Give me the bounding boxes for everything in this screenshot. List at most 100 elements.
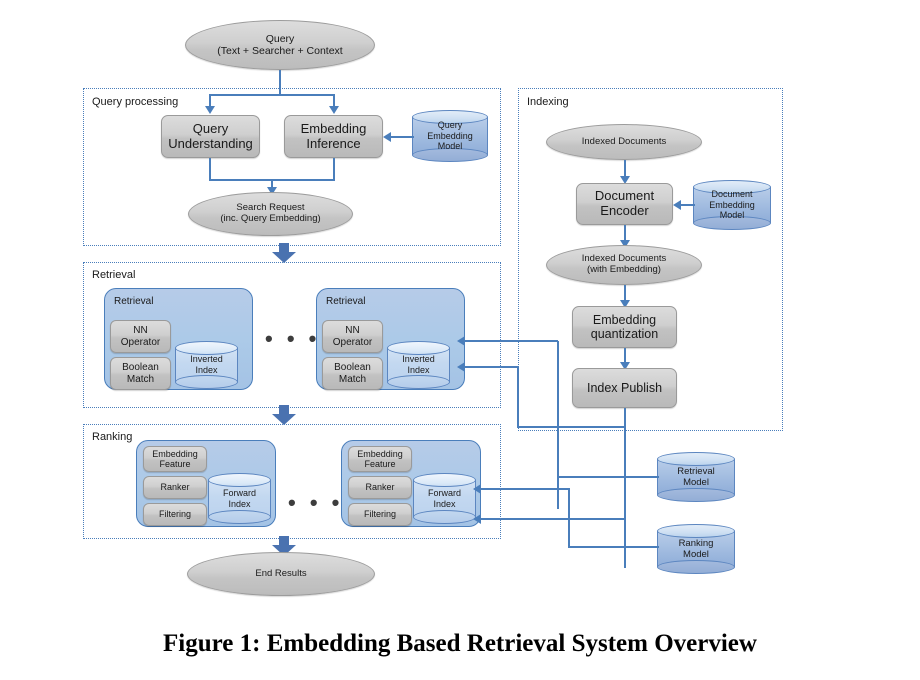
cylinder-retrieval-model-label: Retrieval Model (657, 452, 735, 502)
connector-ranking-model-out (568, 546, 659, 548)
ii1-line2: Index (195, 365, 218, 375)
box-boolean-match-2[interactable]: Boolean Match (322, 357, 383, 390)
box-nn-operator-2[interactable]: NN Operator (322, 320, 383, 353)
box-boolean-match-1[interactable]: Boolean Match (110, 357, 171, 390)
cylinder-top (208, 473, 271, 487)
cylinder-bottom (387, 375, 450, 389)
box-nn-operator-1[interactable]: NN Operator (110, 320, 171, 353)
ranker-1-label: Ranker (160, 482, 190, 493)
arrowhead-search-request (267, 187, 277, 195)
cylinder-inverted-index-2[interactable]: Inverted Index (387, 341, 450, 389)
cylinder-document-embedding-model[interactable]: Document Embedding Model (693, 180, 771, 230)
qem-line2: Embedding (427, 130, 473, 141)
box-index-publish[interactable]: Index Publish (572, 368, 677, 408)
filtering-2-label: Filtering (363, 509, 396, 520)
connector-dem-to-encoder (681, 204, 695, 206)
retrieval-model-line1: Retrieval (677, 465, 715, 477)
nn-operator-1-line2: Operator (120, 336, 161, 348)
box-embedding-feature-2[interactable]: Embedding Feature (348, 446, 412, 472)
box-query-understanding[interactable]: Query Understanding (161, 115, 260, 158)
cylinder-bottom (693, 216, 771, 230)
arrowhead-quantization (620, 300, 630, 308)
connector-forward-index-lower-in (481, 518, 625, 520)
ii2-line2: Index (407, 365, 430, 375)
cylinder-inverted-index-1[interactable]: Inverted Index (175, 341, 238, 389)
cylinder-bottom (657, 488, 735, 502)
box-ranker-2[interactable]: Ranker (348, 476, 412, 499)
node-query-line2: (Text + Searcher + Context (217, 45, 343, 57)
blockarrow-shaft (279, 243, 289, 253)
cylinder-ranking-model-label: Ranking Model (657, 524, 735, 574)
blockarrow-head (272, 414, 296, 425)
box-embedding-inference[interactable]: Embedding Inference (284, 115, 383, 158)
boolean-match-1-line2: Match (126, 373, 155, 385)
fi2-line1: Forward (427, 487, 461, 498)
blockarrow-head (272, 545, 296, 556)
boolean-match-2-line1: Boolean (334, 362, 371, 373)
search-request-line2: (inc. Query Embedding) (220, 213, 321, 224)
ef1-line1: Embedding (152, 448, 198, 459)
cylinder-query-embedding-model-label: Query Embedding Model (412, 110, 488, 162)
box-filtering-2[interactable]: Filtering (348, 503, 412, 526)
node-end-results: End Results (187, 552, 375, 596)
node-indexed-documents: Indexed Documents (546, 124, 702, 160)
filtering-1-label: Filtering (158, 509, 191, 520)
ii1-line1: Inverted (190, 354, 223, 365)
cylinder-bottom (657, 560, 735, 574)
boolean-match-2-line2: Match (338, 373, 367, 385)
node-indexed-documents-with-embedding: Indexed Documents (with Embedding) (546, 245, 702, 285)
arrowhead-encoder (620, 176, 630, 184)
connector-ei-down (333, 158, 335, 180)
connector-qu-down (209, 158, 211, 180)
cylinder-top (657, 452, 735, 466)
box-query-understanding-line2: Understanding (168, 135, 253, 151)
ef1-line2: Feature (159, 459, 191, 469)
box-embedding-inference-line1: Embedding (300, 120, 367, 136)
box-document-encoder[interactable]: Document Encoder (576, 183, 673, 225)
ii2-line1: Inverted (402, 354, 435, 365)
section-query-processing (83, 88, 501, 246)
box-embedding-quantization[interactable]: Embedding quantization (572, 306, 677, 348)
doc-encoder-line1: Document (594, 188, 655, 204)
blockarrow-head (272, 252, 296, 263)
ranking-ellipsis: • • • (288, 490, 344, 515)
cylinder-query-embedding-model[interactable]: Query Embedding Model (412, 110, 488, 162)
quant-line1: Embedding (592, 312, 657, 327)
connector-publish-to-inverted-upper (557, 341, 559, 509)
connector-encoder-to-docsemb (624, 225, 626, 241)
box-filtering-1[interactable]: Filtering (143, 503, 207, 526)
connector-forward-index-upper-in (481, 488, 569, 490)
node-search-request: Search Request (inc. Query Embedding) (188, 192, 353, 236)
section-query-processing-title: Query processing (92, 96, 179, 108)
cylinder-top (387, 341, 450, 355)
docsemb-line1: Indexed Documents (581, 253, 667, 265)
end-results-label: End Results (255, 567, 307, 579)
cylinder-ranking-model[interactable]: Ranking Model (657, 524, 735, 574)
arrowhead-forward-index-2-lower (473, 514, 481, 524)
cylinder-retrieval-model[interactable]: Retrieval Model (657, 452, 735, 502)
indexed-documents-label: Indexed Documents (581, 135, 667, 147)
blockarrow-shaft (279, 536, 289, 546)
ef2-line2: Feature (364, 459, 396, 469)
connector-inverted-2-lower-in (465, 366, 518, 368)
cylinder-forward-index-1[interactable]: Forward Index (208, 473, 271, 524)
connector-query-right-branch (333, 94, 335, 107)
connector-query-left-branch (209, 94, 211, 107)
connector-ranking-model-up (568, 488, 570, 546)
box-embedding-feature-1[interactable]: Embedding Feature (143, 446, 207, 472)
arrowhead-qem-to-inference (383, 132, 391, 142)
cylinder-forward-index-2[interactable]: Forward Index (413, 473, 476, 524)
box-ranker-1[interactable]: Ranker (143, 476, 207, 499)
section-ranking (83, 424, 501, 539)
boolean-match-1-line1: Boolean (122, 362, 159, 373)
card-retrieval-shard-1-title: Retrieval (114, 296, 154, 307)
cylinder-document-embedding-model-label: Document Embedding Model (693, 180, 771, 230)
cylinder-top (175, 341, 238, 355)
blockarrow-retrieval-to-ranking (272, 405, 296, 425)
ranking-model-line2: Model (683, 549, 709, 560)
quant-line2: quantization (590, 327, 659, 341)
cylinder-top (413, 473, 476, 487)
cylinder-top (657, 524, 735, 538)
figure-caption: Figure 1: Embedding Based Retrieval Syst… (163, 630, 757, 657)
